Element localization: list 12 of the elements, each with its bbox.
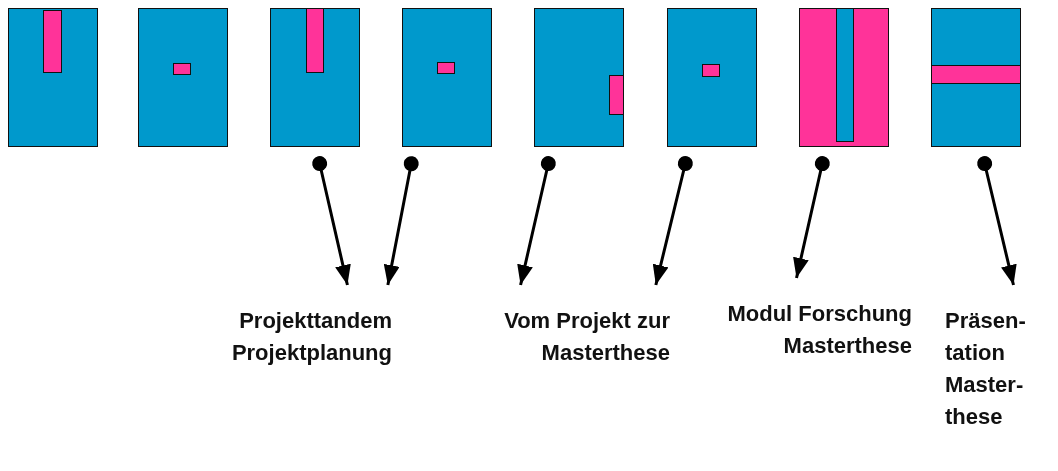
panel [931,8,1021,147]
panel [138,8,228,147]
panel [402,8,492,147]
panel [8,8,98,147]
module-label: Vom Projekt zur Masterthese [503,307,670,367]
panel [667,8,757,147]
module-label: Präsen- tation Master- these [945,307,1027,431]
module-label: Modul Forschung Masterthese [726,300,912,360]
panel [799,8,889,147]
panel [534,8,624,147]
panel [270,8,360,147]
module-label: Projekttandem Projektplanung [230,307,392,367]
